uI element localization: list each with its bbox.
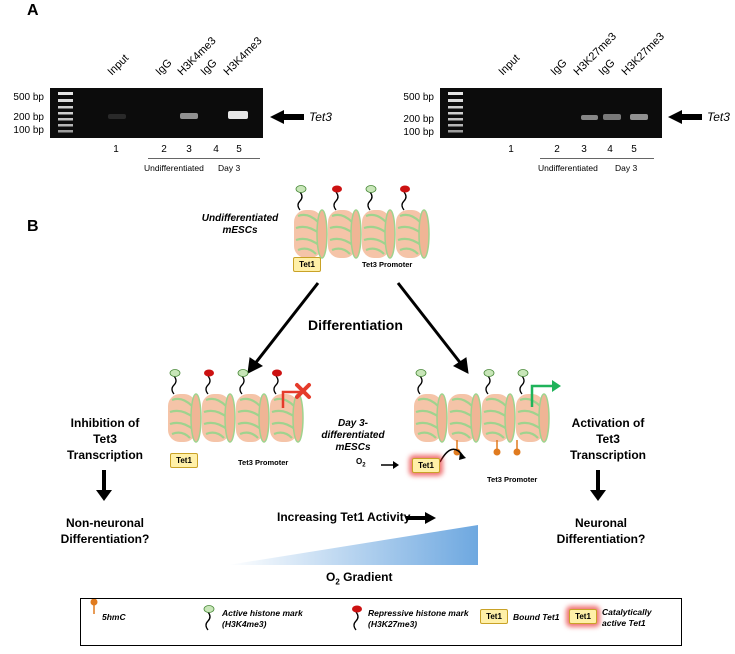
- tet1-box-left: Tet1: [170, 453, 198, 468]
- increasing-activity-arrow: [406, 512, 436, 524]
- o2-label-text: O: [356, 457, 363, 466]
- undiff-label: Undifferentiated mESCs: [201, 213, 279, 236]
- bp-label-200-left: 200 bp: [13, 112, 44, 123]
- bp-label-200-right: 200 bp: [403, 114, 434, 125]
- promoter-label-left: Tet3 Promoter: [238, 458, 289, 467]
- group-divider-right-1: [540, 158, 598, 159]
- day3-label: Day 3-differentiated mESCs: [321, 418, 385, 453]
- legend-tet1-active-box: Tet1: [569, 609, 597, 624]
- lane-number-4-right: 4: [607, 144, 613, 155]
- promoter-label-top: Tet3 Promoter: [362, 260, 413, 269]
- group-label-day3-right: Day 3: [615, 163, 638, 173]
- tet1-box-top: Tet1: [293, 257, 321, 272]
- lane-number-1-right: 1: [508, 144, 514, 155]
- gene-label-left: Tet3: [309, 110, 332, 124]
- lane-number-2-left: 2: [161, 144, 167, 155]
- legend-bound-label: Bound Tet1: [513, 612, 560, 622]
- nucleosome-array-left: [166, 368, 311, 444]
- increasing-activity-label: Increasing Tet1 Activity: [277, 510, 411, 524]
- neuronal-label: Neuronal Differentiation?: [556, 516, 646, 546]
- legend-5hmc-label: 5hmC: [102, 612, 126, 622]
- group-divider-left-1: [148, 158, 204, 159]
- gel-bands-left: [58, 92, 248, 133]
- gel-image-left: [50, 88, 263, 138]
- o2-label: O2: [356, 457, 366, 469]
- group-label-undiff-right: Undifferentiated: [538, 163, 598, 173]
- legend-repressive-label: Repressive histone mark (H3K27me3): [368, 608, 469, 629]
- bp-label-500-right: 500 bp: [403, 92, 434, 103]
- lane-number-3-right: 3: [581, 144, 587, 155]
- non-neuronal-label: Non-neuronal Differentiation?: [60, 516, 150, 546]
- lane-number-4-left: 4: [213, 144, 219, 155]
- down-arrows: [96, 470, 606, 501]
- nucleosome-array-right: [381, 368, 561, 469]
- tet1-box-active: Tet1: [412, 458, 440, 473]
- lane-number-1-left: 1: [113, 144, 119, 155]
- group-label-undiff-left: Undifferentiated: [144, 163, 204, 173]
- gel-bands-right: [448, 92, 648, 133]
- o2-gradient-o: O: [326, 570, 336, 584]
- gene-label-right: Tet3: [707, 110, 730, 124]
- promoter-label-right: Tet3 Promoter: [487, 475, 538, 484]
- panel-a-letter: A: [27, 2, 39, 19]
- lane-number-2-right: 2: [554, 144, 560, 155]
- o2-label-sub: 2: [362, 462, 366, 469]
- group-label-day3-left: Day 3: [218, 163, 241, 173]
- o2-gradient-suffix: Gradient: [339, 570, 393, 584]
- bp-label-100-left: 100 bp: [13, 125, 44, 136]
- legend-box: [80, 598, 682, 646]
- legend-active-tet1-label: Catalytically active Tet1: [602, 607, 652, 628]
- o2-gradient-wedge: [228, 525, 478, 565]
- lane-number-5-right: 5: [631, 144, 637, 155]
- differentiation-label: Differentiation: [308, 317, 403, 333]
- group-divider-right-2: [598, 158, 654, 159]
- lane-number-5-left: 5: [236, 144, 242, 155]
- legend-tet1-bound-box: Tet1: [480, 609, 508, 624]
- differentiation-arrows: [247, 282, 469, 374]
- o2-gradient-sub: 2: [335, 577, 340, 587]
- panel-b-letter: B: [27, 218, 39, 235]
- activation-label: Activation of Tet3 Transcription: [569, 416, 646, 462]
- gel-image-right: [440, 88, 662, 138]
- group-divider-left-2: [204, 158, 260, 159]
- legend-active-label: Active histone mark (H3K4me3): [222, 608, 303, 629]
- inhibition-label: Inhibition of Tet3 Transcription: [66, 416, 143, 462]
- lane-number-3-left: 3: [186, 144, 192, 155]
- bp-label-500-left: 500 bp: [13, 92, 44, 103]
- bp-label-100-right: 100 bp: [403, 127, 434, 138]
- o2-gradient-label: O2 Gradient: [326, 570, 392, 586]
- nucleosome-array-top: [292, 184, 431, 260]
